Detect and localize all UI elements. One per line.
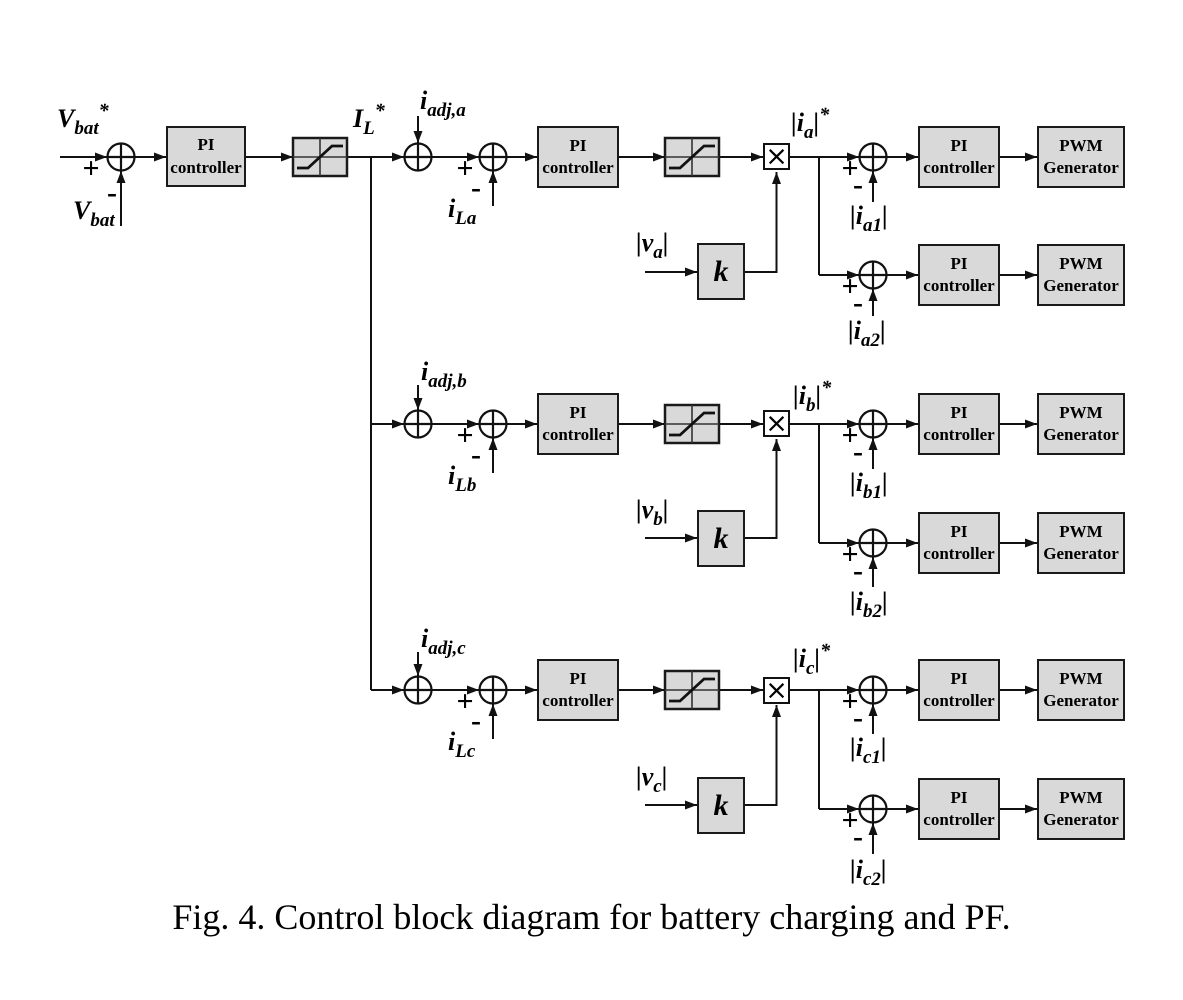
sign-minus-il-a: - [471,171,481,204]
sign-minus-ib1: - [853,435,863,468]
wires-phase-c [371,652,1037,854]
sum-vbat [106,142,136,172]
sign-minus-ib2: - [853,554,863,587]
label-v-b-abs: |vb| [636,495,669,530]
sum-ic1 [858,675,888,705]
gain-k-a: k [697,243,745,300]
sign-minus-il-b: - [471,438,481,471]
sign-plus-ic1: + [841,685,859,718]
sign-minus-vbat: - [107,176,117,209]
label-il-ref: IL* [353,100,385,139]
gain-k-c: k [697,777,745,834]
label-i-adj-c: iadj,c [421,624,466,659]
label-vbat-feedback: Vbat [73,196,115,231]
sign-plus-vbat: + [82,152,100,185]
sign-minus-ic1: - [853,701,863,734]
figure-caption: Fig. 4. Control block diagram for batter… [172,897,1011,937]
sum-il-b [478,409,508,439]
saturation-a [663,136,721,178]
label-v-c-abs: |vc| [636,762,668,797]
gain-k-b: k [697,510,745,567]
label-i-b1: |ib1| [850,468,888,503]
multiplier-c: × [763,675,790,706]
sum-ia1 [858,142,888,172]
sign-plus-il-b: + [456,419,474,452]
sign-minus-ia1: - [853,168,863,201]
sign-plus-ic2: + [841,804,859,837]
sign-minus-ia2: - [853,286,863,319]
sum-ib1 [858,409,888,439]
multiplier-a: × [763,141,790,172]
label-i-lc: iLc [448,727,476,762]
sign-minus-il-c: - [471,704,481,737]
label-i-a-ref: |ia|* [791,104,830,143]
label-i-c-ref: |ic|* [793,640,831,679]
label-v-a-abs: |va| [636,228,669,263]
sign-plus-il-a: + [456,152,474,185]
label-i-la: iLa [448,194,477,229]
label-i-b2: |ib2| [850,587,888,622]
sum-il-a [478,142,508,172]
label-i-c2: |ic2| [850,855,887,890]
wires-phase-b [371,385,1037,587]
wires-voltage-loop [60,152,404,690]
label-i-a1: |ia1| [850,201,888,236]
label-i-c1: |ic1| [850,733,887,768]
saturation-blocks [291,136,721,711]
sign-plus-ib1: + [841,419,859,452]
label-i-adj-a: iadj,a [420,86,466,121]
saturation-main [291,136,349,178]
saturation-b [663,403,721,445]
sum-adj-b [403,409,433,439]
sign-plus-ia1: + [841,152,859,185]
saturation-c [663,669,721,711]
label-i-adj-b: iadj,b [421,357,467,392]
wires-phase-a [413,116,1037,316]
label-i-a2: |ia2| [848,316,886,351]
summing-junctions [106,142,888,824]
label-i-lb: iLb [448,461,477,496]
sum-adj-a [403,142,433,172]
sum-ia2 [858,260,888,290]
label-vbat-ref: Vbat* [57,100,109,139]
multiplier-b: × [763,408,790,439]
label-i-b-ref: |ib|* [793,377,832,416]
sign-minus-ic2: - [853,820,863,853]
sum-il-c [478,675,508,705]
sum-adj-c [403,675,433,705]
sign-plus-ia2: + [841,270,859,303]
sign-plus-il-c: + [456,685,474,718]
sum-ib2 [858,528,888,558]
sum-ic2 [858,794,888,824]
sign-plus-ib2: + [841,538,859,571]
